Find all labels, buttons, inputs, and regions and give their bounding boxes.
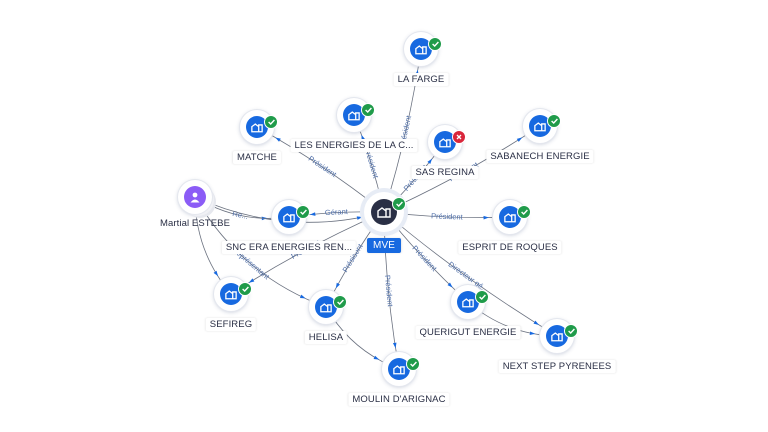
building-icon [388,358,410,380]
node-label[interactable]: SNC ERA ENERGIES REN... [221,241,357,254]
check-badge-icon [547,114,561,128]
building-icon [278,206,300,228]
edge-arrow-icon [447,282,453,288]
check-badge-icon [361,103,375,117]
edge-arrow-icon [392,342,397,349]
person-node-disc [178,180,212,214]
node-label[interactable]: ESPRIT DE ROQUES [458,241,562,254]
node-label[interactable]: MVE [367,238,401,253]
building-icon [546,325,568,347]
check-badge-icon [564,324,578,338]
edge-arrow-icon [356,216,363,220]
check-badge-icon [238,282,252,296]
node-label[interactable]: SEFIREG [205,318,257,331]
check-badge-icon [428,37,442,51]
check-badge-icon [392,197,406,211]
error-badge-icon [452,130,466,144]
edge-arrow-icon [275,137,281,142]
edge-arrow-icon [516,137,523,142]
person-icon [184,186,206,208]
building-icon [315,296,337,318]
check-badge-icon [264,115,278,129]
edge-arrow-icon [309,212,316,216]
building-icon [220,283,242,305]
node-label[interactable]: SABANECH ENERGIE [486,150,594,163]
building-icon [371,199,397,225]
building-icon [410,38,432,60]
building-icon [529,115,551,137]
building-icon [246,116,268,138]
check-badge-icon [406,357,420,371]
check-badge-icon [296,205,310,219]
edge-arrow-icon [529,331,536,336]
node-label[interactable]: SAS REGINA [411,166,479,179]
node-label[interactable]: NEXT STEP PYRENEES [498,360,616,373]
edge-arrow-icon [533,320,540,325]
node-label[interactable]: LA FARGE [393,73,449,86]
node-label[interactable]: Martial ESTEBE [159,218,231,229]
company-node-disc [404,32,438,66]
edge-label: Président [383,275,395,308]
building-icon [434,131,456,153]
edge-label: Gérant [325,207,349,217]
node-label[interactable]: LES ENERGIES DE LA C... [290,139,418,152]
edge-arrow-icon [427,158,433,165]
edge-arrow-icon [373,355,380,360]
edge-arrow-icon [213,270,219,277]
edge-martial-helisa [194,196,327,308]
edge-arrow-icon [483,215,489,220]
edge-arrow-icon [361,134,366,141]
node-label[interactable]: HELISA [304,331,348,344]
edge-arrow-icon [299,294,306,299]
node-label[interactable]: QUERIGUT ENERGIE [415,326,521,339]
check-badge-icon [517,205,531,219]
check-badge-icon [475,290,489,304]
edge-arrow-icon [335,282,340,289]
check-badge-icon [333,295,347,309]
building-icon [457,291,479,313]
node-label[interactable]: MATCHE [232,151,282,164]
building-icon [499,206,521,228]
edge-label: Président [431,211,464,221]
edge-label: Président [410,244,439,274]
edge-arrow-icon [248,278,255,283]
edge-label: Président [307,154,339,180]
node-label[interactable]: MOULIN D'ARIGNAC [348,393,450,406]
building-icon [343,104,365,126]
